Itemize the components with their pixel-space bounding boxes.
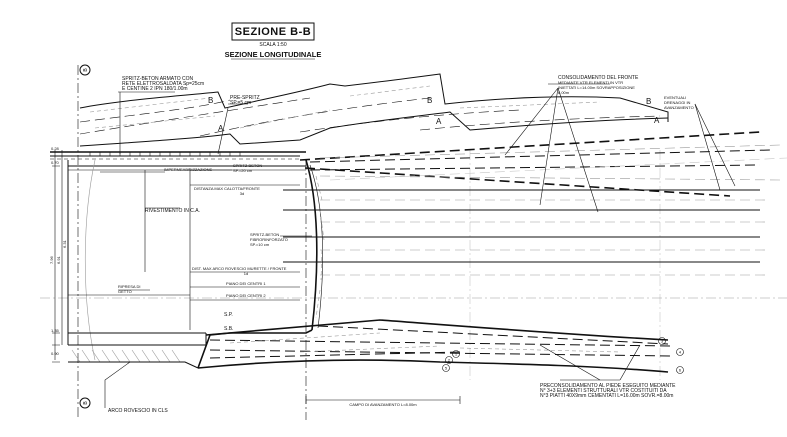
face-reinforcement-elements [283,189,770,276]
annotation-arco-rovescio: ARCO ROVESCIO IN CLS [108,408,168,414]
svg-text:CONSOLIDAMENTO DEL FRONTE: CONSOLIDAMENTO DEL FRONTE [558,75,639,81]
zone-mark-b3: B [646,97,651,106]
circle-mark-4: 4 [676,348,684,356]
annotation-consolidamento-fronte: CONSOLIDAMENTO DEL FRONTE MEDIANTE VTR E… [558,75,639,95]
annotation-spritz-beton-sp20: SPRITZ-BETON SP.=20 cm [233,163,262,173]
svg-text:SP.=20 cm: SP.=20 cm [233,168,253,173]
svg-text:SP.=10 cm: SP.=10 cm [250,242,270,247]
tunnel-lining [50,151,306,369]
svg-text:DRENAGGI IN: DRENAGGI IN [664,100,691,105]
svg-text:SPRITZ-BETON: SPRITZ-BETON [250,232,279,237]
drawing-title: SEZIONE B-B [235,26,311,38]
leader-lines [100,83,736,408]
svg-text:2: 2 [448,358,451,363]
annotation-piano-centri-2: PIANO DEI CENTRI 2 [226,293,266,298]
svg-text:SP.=5 cm: SP.=5 cm [230,100,251,106]
annotation-impermeabilizzazione: IMPERMEABILIZZAZIONE [164,167,213,172]
dim-6-91: 6.91 [56,255,61,264]
dim-1-35: 1.35 [51,328,60,333]
circle-mark-6: 6 [676,366,684,374]
consolidated-crown-band [79,73,669,147]
svg-text:1: 1 [455,352,458,357]
annotation-rivestimento: RIVESTIMENTO IN C.A. [145,208,200,214]
svg-text:MEDIANTE VTR ELEMENTI IN VTR: MEDIANTE VTR ELEMENTI IN VTR [558,80,623,85]
zone-mark-a1: A [218,124,224,133]
annotation-drenaggi: EVENTUALI DRENAGGI IN AVANZAMENTO [664,95,694,110]
svg-text:DISTANZA MAX CALOTTA/FRONTE: DISTANZA MAX CALOTTA/FRONTE [194,186,260,191]
title-block: SEZIONE B-B SCALA 1:50 SEZIONE LONGITUDI… [225,22,322,60]
advance-field-label: CAMPO DI AVANZAMENTO L=8.00m [349,402,417,407]
zone-mark-a2: A [436,117,442,126]
circle-mark-1: 1 [452,350,460,358]
zone-mark-b2: B [427,96,432,105]
svg-text:N° 3+3 ELEMENTI STRUTTURALI VT: N° 3+3 ELEMENTI STRUTTURALI VTR COSTITUI… [540,388,667,394]
foot-preconsolidation [197,319,671,373]
svg-text:PRECONSOLIDAMENTO AL PIEDE ESE: PRECONSOLIDAMENTO AL PIEDE ESEGUITO MEDI… [540,383,676,389]
annotation-piano-centri-1: PIANO DEI CENTRI 1 [226,281,266,286]
section-mark-top: B [79,64,91,76]
dimension-chain-left [52,150,63,363]
svg-text:B: B [83,68,89,72]
circle-mark-3: 3 [658,337,666,345]
annotation-distanza-calotta: DISTANZA MAX CALOTTA/FRONTE 3d [194,186,260,196]
svg-text:FIBRORINFORZATO: FIBRORINFORZATO [250,237,288,242]
zone-mark-a3: A [654,116,660,125]
forepoling-umbrella [299,131,787,197]
annotation-sb: S.B. [224,326,233,332]
annotation-ripresa-getto: RIPRESA DI GETTO [118,284,140,294]
circle-mark-2: 2 [445,356,453,364]
svg-text:SPRITZ-BETON: SPRITZ-BETON [233,163,262,168]
svg-text:RIPRESA DI: RIPRESA DI [118,284,140,289]
dim-0-28: 0.28 [51,146,60,151]
svg-text:SPRITZ-BETON ARMATO CON: SPRITZ-BETON ARMATO CON [122,76,194,82]
drawing-subtitle: SEZIONE LONGITUDINALE [225,50,322,59]
advance-field-dimension [305,396,461,404]
circle-mark-5: 5 [442,364,450,372]
dim-0-70: 0.70 [51,160,60,165]
annotation-sp: S.P. [224,312,233,318]
svg-text:DIST. MAX ARCO ROVESCIO MURETT: DIST. MAX ARCO ROVESCIO MURETTE / FRONTE [192,266,287,271]
drawing-scale: SCALA 1:50 [259,42,286,48]
svg-text:AVANZAMENTO: AVANZAMENTO [664,105,694,110]
dim-7-96: 7.96 [49,255,54,264]
dim-0-90: 0.90 [51,351,60,356]
svg-text:5: 5 [445,366,448,371]
annotation-dist-arco: DIST. MAX ARCO ROVESCIO MURETTE / FRONTE… [192,266,287,276]
svg-text:3d: 3d [240,191,244,196]
svg-text:PRE-SPRITZ: PRE-SPRITZ [230,95,260,101]
title-frame [231,22,315,41]
svg-text:E CENTINE 2 IPN 180/1.00m: E CENTINE 2 IPN 180/1.00m [122,86,188,92]
svg-text:RETE ELETTROSALDATA Sp=25cm: RETE ELETTROSALDATA Sp=25cm [122,81,204,87]
annotation-pre-spritz: PRE-SPRITZ SP.=5 cm [230,95,260,106]
svg-text:6: 6 [679,368,682,373]
svg-text:GETTO: GETTO [118,289,132,294]
svg-text:EVENTUALI: EVENTUALI [664,95,686,100]
svg-text:1d: 1d [244,271,248,276]
svg-text:B: B [83,401,89,405]
svg-text:INIETTATI L=14.00m SOVRAPPOSIZ: INIETTATI L=14.00m SOVRAPPOSIZIONE [558,85,635,90]
annotation-spritz-fibro: SPRITZ-BETON FIBRORINFORZATO SP.=10 cm [250,232,288,247]
svg-text:3: 3 [661,339,664,344]
excavation-face [197,159,325,369]
zone-mark-b1: B [208,96,213,105]
annotation-spritz-beton-armato: SPRITZ-BETON ARMATO CON RETE ELETTROSALD… [122,76,204,92]
annotation-preconsolidamento: PRECONSOLIDAMENTO AL PIEDE ESEGUITO MEDI… [540,383,676,399]
section-mark-bottom: B [79,397,91,409]
svg-text:6.00m: 6.00m [558,90,570,95]
svg-text:N°3 PIATTI 40X9mm CEMENTATI L=: N°3 PIATTI 40X9mm CEMENTATI L=16.00m SOV… [540,393,673,399]
dim-6-31: 6.31 [62,239,67,248]
svg-text:4: 4 [679,350,682,355]
